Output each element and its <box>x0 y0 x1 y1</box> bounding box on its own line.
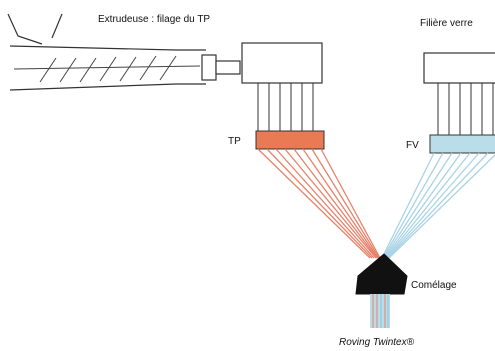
fv-label: FV <box>406 140 419 151</box>
glass-die-filaments <box>437 83 494 135</box>
commingling-cone <box>355 253 408 295</box>
extruder-barrel <box>9 45 206 91</box>
product-label: Roving Twintex® <box>339 337 414 348</box>
extruder-screw <box>13 55 201 83</box>
extruder-nozzle <box>201 54 241 81</box>
tp-label: TP <box>228 136 241 147</box>
tp-block <box>255 130 325 150</box>
commingling-label: Comélage <box>411 280 457 291</box>
tp-die-filaments <box>257 83 314 131</box>
fv-fibres <box>381 152 495 259</box>
fv-block <box>429 134 495 154</box>
roving-strand <box>370 294 390 328</box>
extruder-title: Extrudeuse : filage du TP <box>98 14 211 25</box>
glass-die-box <box>423 52 495 84</box>
extruder-hopper <box>7 13 63 45</box>
tp-die-box <box>241 42 323 84</box>
glass-die-title: Filière verre <box>420 18 473 29</box>
tp-fibres <box>257 148 381 259</box>
